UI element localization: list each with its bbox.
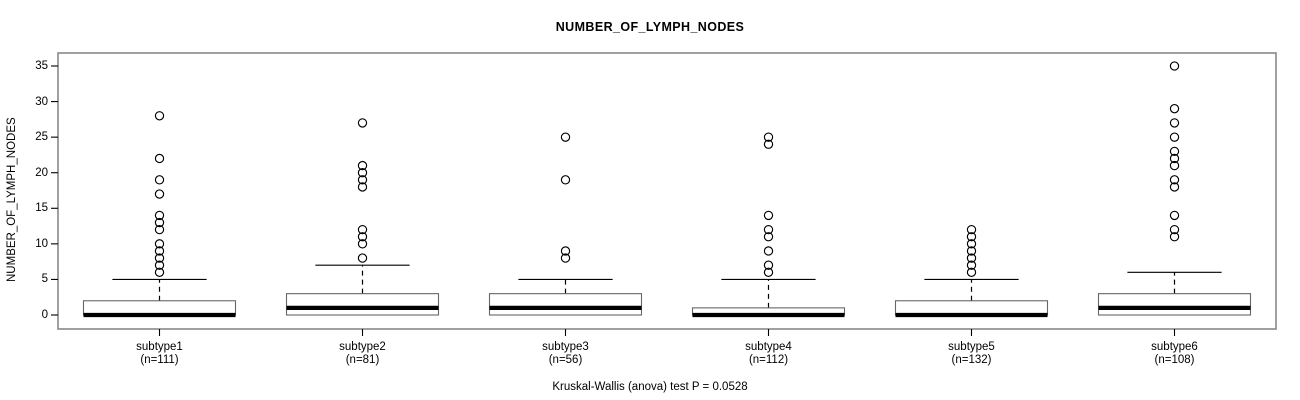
box-plot-series xyxy=(82,61,1252,318)
category-count: (n=108) xyxy=(1154,354,1195,366)
x-tick-label-subtype3: subtype3(n=56) xyxy=(466,341,666,367)
y-tick-label: 0 xyxy=(41,309,48,321)
y-tick-label: 10 xyxy=(35,237,48,250)
box-subtype5 xyxy=(894,224,1049,318)
category-name: subtype3 xyxy=(542,341,589,353)
box-subtype6 xyxy=(1097,61,1252,316)
category-name: subtype1 xyxy=(136,341,183,353)
category-name: subtype5 xyxy=(948,341,995,353)
y-tick-label: 20 xyxy=(35,166,48,179)
y-tick-label: 15 xyxy=(35,202,48,215)
x-axis-tick-marks xyxy=(158,329,1176,336)
y-tick-label: 5 xyxy=(41,273,48,286)
y-tick-label: 30 xyxy=(35,95,48,108)
box-subtype4 xyxy=(691,132,846,318)
category-name: subtype6 xyxy=(1151,341,1198,353)
box-subtype1 xyxy=(82,111,237,318)
x-tick-label-subtype4: subtype4(n=112) xyxy=(669,341,869,367)
chart-title: NUMBER_OF_LYMPH_NODES xyxy=(555,20,745,34)
category-count: (n=56) xyxy=(548,354,583,366)
y-axis-tick-marks xyxy=(51,65,58,316)
x-tick-label-subtype2: subtype2(n=81) xyxy=(263,341,463,367)
x-tick-label-subtype6: subtype6(n=108) xyxy=(1075,341,1275,367)
box-subtype3 xyxy=(488,132,643,316)
category-count: (n=81) xyxy=(345,354,380,366)
x-tick-label-subtype1: subtype1(n=111) xyxy=(60,341,260,367)
plot-frame xyxy=(57,52,1277,330)
x-tick-label-subtype5: subtype5(n=132) xyxy=(872,341,1072,367)
y-tick-label: 35 xyxy=(35,60,48,72)
category-name: subtype2 xyxy=(339,341,386,353)
category-count: (n=111) xyxy=(140,354,179,366)
statistical-test-footnote: Kruskal-Wallis (anova) test P = 0.0528 xyxy=(552,381,748,393)
category-count: (n=112) xyxy=(748,354,789,366)
category-name: subtype4 xyxy=(745,341,792,353)
y-tick-label: 25 xyxy=(35,131,48,144)
category-count: (n=132) xyxy=(951,354,992,366)
box-subtype2 xyxy=(285,118,440,316)
